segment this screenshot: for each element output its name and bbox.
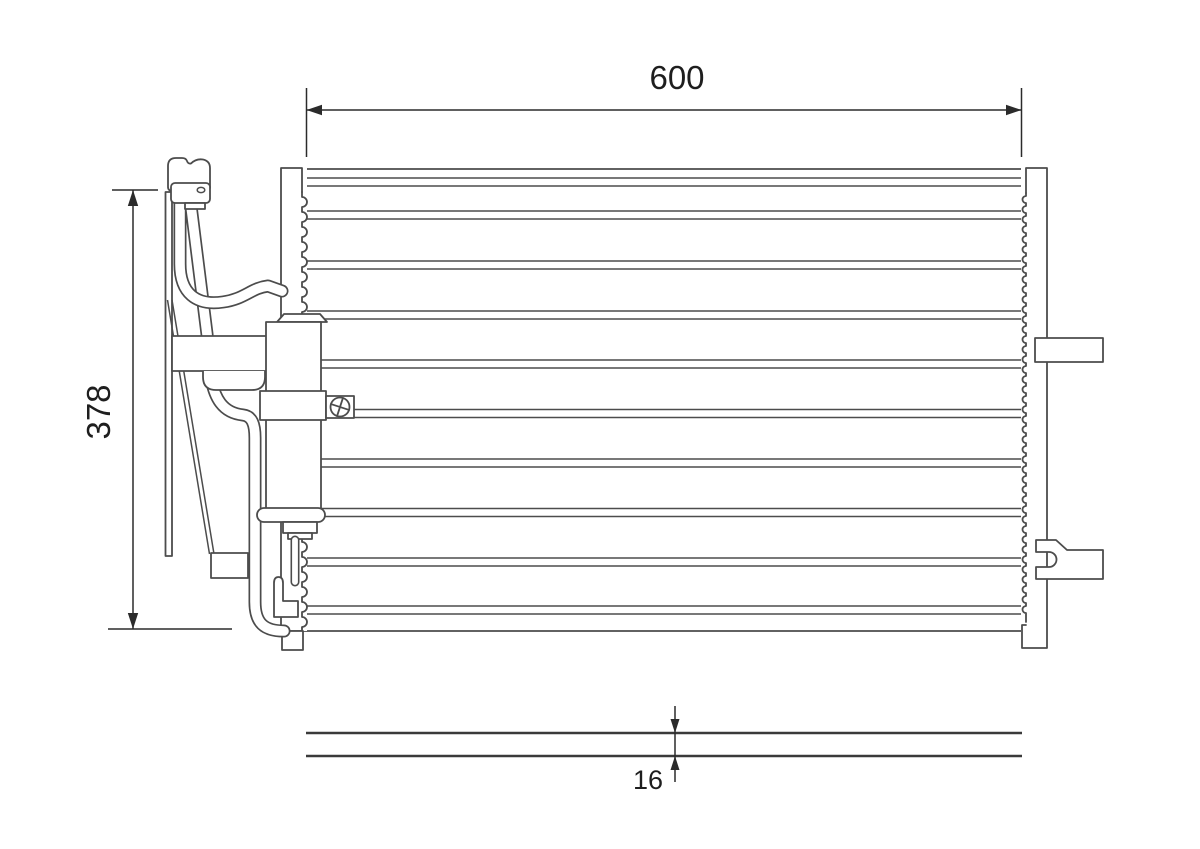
inlet-pipe [173, 196, 289, 310]
height-arrow-top-icon [127, 190, 139, 206]
dimension-thickness: 16 [633, 706, 680, 795]
side-view: 16 [306, 706, 1022, 795]
support-strip [164, 191, 173, 557]
right-header-serration [1021, 192, 1027, 623]
width-dimension-label: 600 [649, 59, 704, 96]
drier-clamp-band [259, 390, 327, 421]
left-assembly [164, 157, 355, 638]
outlet-pipe [184, 199, 291, 638]
height-dimension-label: 378 [80, 384, 117, 439]
right-header-outline [1021, 167, 1048, 649]
side-profile-lines [306, 731, 1022, 758]
thickness-dimension-label: 16 [633, 765, 663, 795]
lower-right-mounting-bracket [1035, 539, 1104, 580]
drier-lower-bracket [273, 576, 299, 618]
mounting-plate-boss [202, 371, 266, 391]
mounting-plate [171, 335, 269, 372]
right-header-tank [1021, 167, 1048, 649]
drier-flange-lower [287, 532, 313, 540]
connector-step [184, 202, 206, 210]
left-mounting-bracket [210, 552, 249, 579]
width-extension-lines [305, 88, 1023, 157]
dimension-height: 378 [80, 189, 232, 630]
drier-bottom-cap [256, 507, 326, 523]
inlet-connector-block [167, 157, 211, 210]
thickness-arrow-down-icon [670, 719, 680, 733]
connector-port-icon [196, 186, 206, 194]
front-view: 600 378 [80, 59, 1104, 651]
thickness-arrow-up-icon [670, 756, 680, 770]
width-arrow-left-icon [306, 104, 322, 116]
width-arrow-right-icon [1006, 104, 1022, 116]
tube-rows [306, 177, 1022, 615]
clamp-screw-cross [330, 397, 350, 417]
connector-fitting [170, 182, 211, 204]
receiver-drier [256, 313, 355, 618]
drier-flange-upper [282, 521, 318, 534]
upper-right-mounting-bracket [1034, 337, 1104, 363]
dimension-width: 600 [305, 59, 1023, 157]
height-extension-lines [108, 189, 232, 630]
height-arrow-bottom-icon [127, 613, 139, 629]
drier-neck [276, 313, 328, 323]
